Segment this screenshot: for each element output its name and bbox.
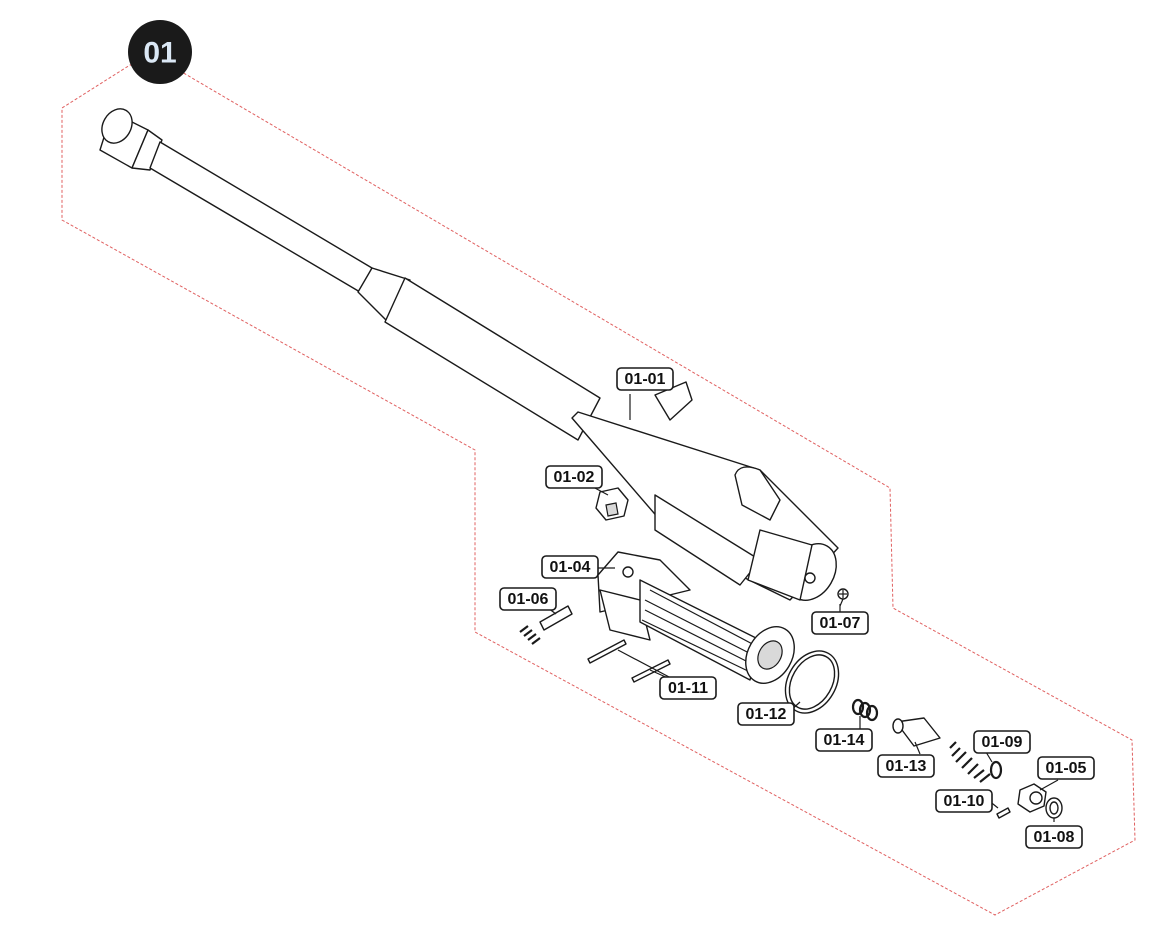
callout-01-08: 01-08 [1025, 825, 1083, 849]
threaded-pin-part [519, 605, 573, 645]
callout-label: 01-14 [824, 732, 865, 749]
callout-01-02: 01-02 [545, 465, 603, 489]
small-pin-part [996, 807, 1011, 819]
callout-01-06: 01-06 [499, 587, 557, 611]
small-spring-part [851, 698, 879, 722]
main-spring-part [949, 741, 1003, 783]
group-number: 01 [143, 37, 176, 70]
callout-label: 01-05 [1046, 760, 1087, 777]
callout-label: 01-09 [982, 734, 1023, 751]
callout-label: 01-11 [668, 680, 708, 697]
callout-01-10: 01-10 [935, 789, 993, 813]
hop-block-part [595, 487, 629, 521]
callout-label: 01-08 [1034, 829, 1075, 846]
callout-label: 01-07 [820, 615, 861, 632]
end-cap-part [1017, 783, 1047, 813]
callout-label: 01-10 [944, 793, 985, 810]
callout-01-13: 01-13 [877, 754, 935, 778]
o-ring-part [784, 650, 840, 714]
callout-01-07: 01-07 [811, 611, 869, 635]
pins-part [587, 639, 671, 683]
nozzle-part [892, 717, 941, 747]
callout-01-12: 01-12 [737, 702, 795, 726]
callout-label: 01-01 [625, 371, 666, 388]
callout-label: 01-02 [554, 469, 595, 486]
callout-01-04: 01-04 [541, 555, 599, 579]
cylinder-part [597, 551, 795, 684]
outer-barrel-part [99, 108, 839, 601]
callout-label: 01-12 [746, 706, 787, 723]
callout-01-01: 01-01 [616, 367, 674, 391]
screw-part [837, 588, 849, 607]
washer-part [1045, 797, 1063, 819]
callout-01-05: 01-05 [1037, 756, 1095, 780]
callout-label: 01-13 [886, 758, 927, 775]
group-badge: 01 [128, 20, 192, 84]
group-outline [61, 64, 1136, 916]
callout-label: 01-04 [550, 559, 591, 576]
callout-label: 01-06 [508, 591, 549, 608]
callout-01-09: 01-09 [973, 730, 1031, 754]
callout-01-14: 01-14 [815, 728, 873, 752]
callout-01-11: 01-11 [659, 676, 717, 700]
